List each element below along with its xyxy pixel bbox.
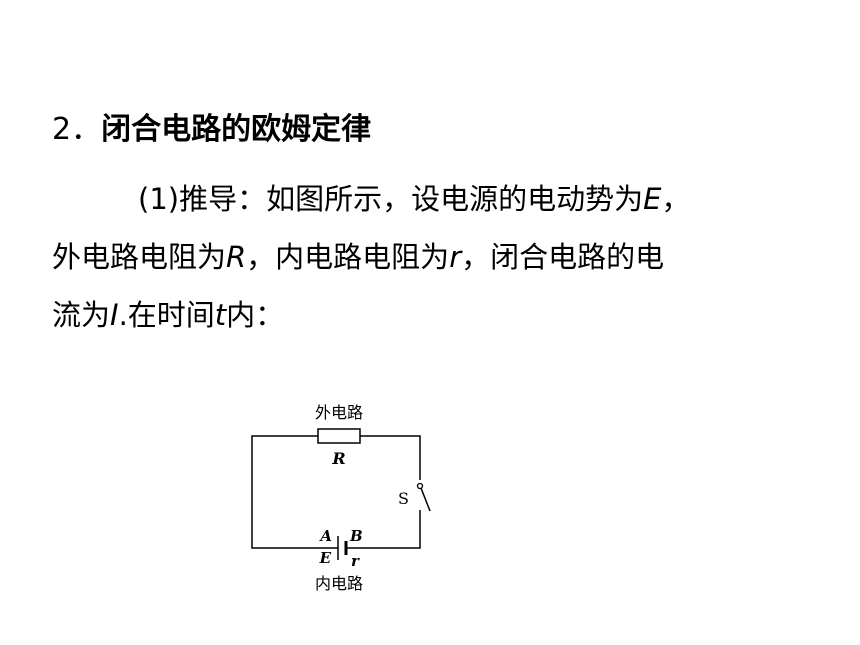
- var-time: t: [214, 298, 227, 332]
- var-internal-resistance: r: [449, 240, 462, 274]
- derivation-paragraph: (1)推导：如图所示，设电源的电动势为E， 外电路电阻为R，内电路电阻为r，闭合…: [52, 170, 812, 344]
- text-run: ，闭合电路的电: [461, 240, 665, 274]
- text-run: (1)推导：如图所示，设电源的电动势为: [138, 182, 644, 216]
- wire-left: [251, 435, 338, 549]
- terminal-b-label: B: [349, 527, 363, 545]
- var-current: I: [110, 298, 119, 332]
- text-run: .在时间: [118, 298, 215, 332]
- text-run: ，内电路电阻为: [246, 240, 450, 274]
- terminal-a-label: A: [318, 527, 332, 545]
- var-external-resistance: R: [226, 240, 247, 274]
- paragraph-line-1: (1)推导：如图所示，设电源的电动势为E，: [52, 170, 812, 228]
- switch-blade-icon: [420, 487, 431, 512]
- internal-circuit-label: 内电路: [315, 574, 363, 593]
- var-emf: E: [643, 182, 662, 216]
- paragraph-line-3: 流为I.在时间t内：: [52, 286, 812, 344]
- text-run: 流为: [52, 298, 111, 332]
- wire-bottom-right: [346, 510, 421, 549]
- section-title: 闭合电路的欧姆定律: [101, 112, 372, 147]
- resistor-symbol: [317, 428, 361, 444]
- section-heading: 2．闭合电路的欧姆定律: [52, 104, 371, 148]
- wire-top-right: [360, 435, 421, 480]
- external-circuit-label: 外电路: [315, 403, 363, 422]
- circuit-diagram: 外电路 R S A B E r 内电路: [251, 403, 431, 593]
- section-number: 2．: [52, 112, 102, 147]
- text-run: 外电路电阻为: [52, 240, 227, 274]
- resistor-label: R: [331, 449, 345, 468]
- internal-resistance-label: r: [351, 552, 360, 570]
- text-run: ，: [661, 182, 691, 216]
- switch-pivot: [416, 482, 424, 490]
- emf-label: E: [319, 549, 332, 567]
- switch-label: S: [398, 489, 409, 508]
- text-run: 内：: [226, 298, 285, 332]
- paragraph-line-2: 外电路电阻为R，内电路电阻为r，闭合电路的电: [52, 228, 812, 286]
